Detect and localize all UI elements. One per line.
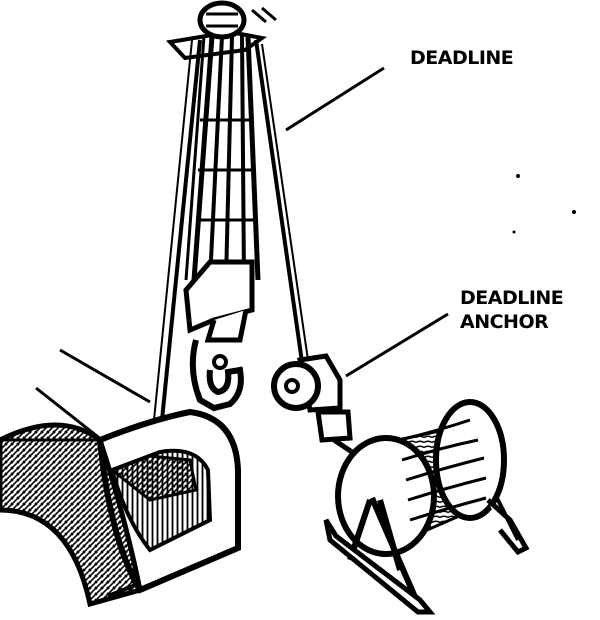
deadline-anchor (271, 353, 354, 455)
fast-line (158, 39, 202, 441)
deadline-anchor-label: DEADLINE ANCHOR (460, 286, 564, 334)
supply-reel (323, 399, 530, 615)
travelling-block-lines (184, 35, 261, 281)
deadline-anchor-label-line1: DEADLINE (460, 287, 564, 309)
drawworks (0, 348, 241, 608)
deadline-rope (254, 39, 304, 363)
hook-assembly (183, 259, 255, 412)
deadline-leader-line (285, 66, 385, 132)
deadline-label: DEADLINE (410, 47, 514, 69)
anchor-leader-line (345, 312, 449, 378)
deadline-anchor-label-line2: ANCHOR (460, 311, 549, 333)
